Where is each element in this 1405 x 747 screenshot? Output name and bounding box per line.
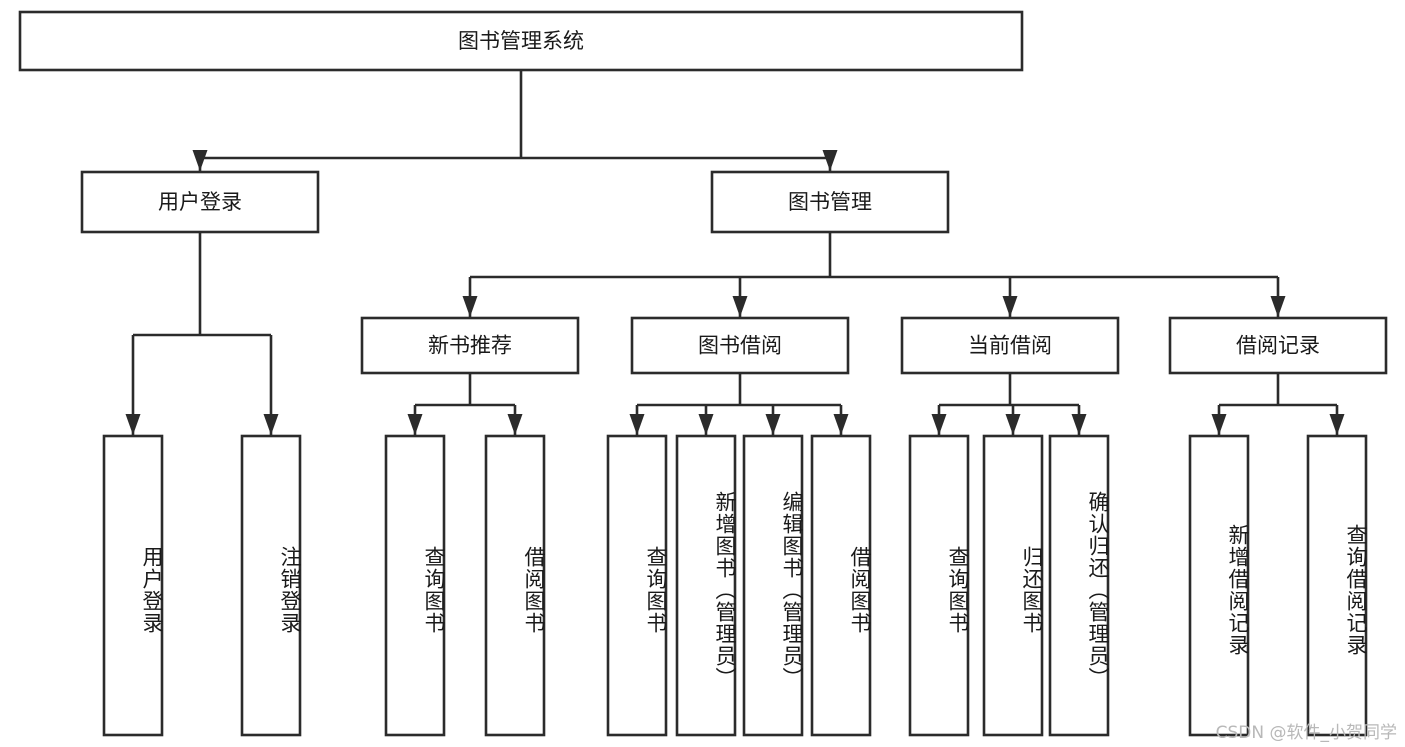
arrow-head-root-0 [192,150,208,171]
node-label-book-manage: 图书管理 [788,190,872,214]
arrow-head-book-borrow-2 [765,414,781,435]
csdn-watermark: CSDN @软件_小贺同学 [1215,723,1397,743]
arrow-head-borrow-record-1 [1329,414,1345,435]
node-book-manage[interactable] [710,170,950,234]
arrow-head-new-book-rec-1 [507,414,523,435]
arrow-head-book-manage-3 [1270,296,1286,317]
node-leaf-cb-query[interactable] [908,434,970,737]
node-borrow-record[interactable] [1168,316,1388,375]
node-user-login[interactable] [80,170,320,234]
arrow-head-current-borrow-0 [931,414,947,435]
arrow-head-new-book-rec-0 [407,414,423,435]
arrow-head-book-manage-2 [1002,296,1018,317]
node-leaf-cb-return[interactable] [982,434,1044,737]
arrow-head-user-login-1 [263,414,279,435]
node-new-book-rec[interactable] [360,316,580,375]
arrow-head-current-borrow-2 [1071,414,1087,435]
arrow-head-book-borrow-1 [698,414,714,435]
node-leaf-bb-borrow[interactable] [810,434,872,737]
edge-layer [125,70,1345,435]
node-leaf-bb-add[interactable] [675,434,737,737]
arrow-head-book-borrow-0 [629,414,645,435]
node-leaf-user-login[interactable] [102,434,164,737]
node-label-user-login: 用户登录 [158,190,242,214]
arrow-head-user-login-0 [125,414,141,435]
arrow-head-current-borrow-1 [1005,414,1021,435]
arrow-head-root-1 [822,150,838,171]
node-leaf-nb-query[interactable] [384,434,446,737]
node-label-borrow-record: 借阅记录 [1236,334,1320,358]
arrow-head-book-manage-0 [462,296,478,317]
node-leaf-bb-edit[interactable] [742,434,804,737]
node-leaf-nb-borrow[interactable] [484,434,546,737]
node-leaf-br-query[interactable] [1306,434,1368,737]
node-book-borrow[interactable] [630,316,850,375]
node-leaf-bb-query[interactable] [606,434,668,737]
arrow-head-book-borrow-3 [833,414,849,435]
node-label-book-borrow: 图书借阅 [698,334,782,358]
node-label-current-borrow: 当前借阅 [968,334,1052,358]
node-leaf-user-logout[interactable] [240,434,302,737]
arrow-head-book-manage-1 [732,296,748,317]
node-root[interactable] [18,10,1024,72]
node-label-new-book-rec: 新书推荐 [428,334,512,358]
arrow-head-borrow-record-0 [1211,414,1227,435]
node-leaf-br-add[interactable] [1188,434,1250,737]
node-current-borrow[interactable] [900,316,1120,375]
node-leaf-cb-confirm[interactable] [1048,434,1110,737]
node-label-root: 图书管理系统 [458,29,584,53]
